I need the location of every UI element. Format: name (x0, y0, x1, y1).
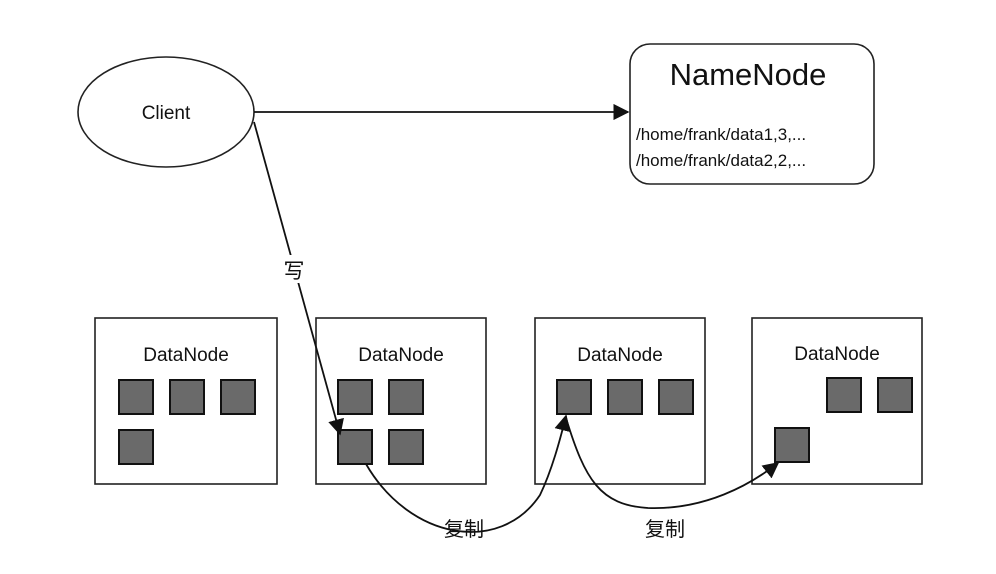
data-block (607, 379, 643, 415)
namenode-entry: /home/frank/data2,2,... (636, 151, 806, 170)
datanode-label: DataNode (143, 345, 229, 366)
datanode-label: DataNode (794, 344, 880, 365)
replicate-label-1: 复制 (444, 517, 484, 541)
namenode: NameNode /home/frank/data1,3,... /home/f… (629, 43, 875, 185)
replicate-arrow-1 (365, 414, 571, 533)
write-label: 写 (284, 259, 305, 283)
client-label: Client (142, 103, 191, 124)
data-block (118, 429, 154, 465)
data-block (169, 379, 205, 415)
namenode-entry: /home/frank/data1,3,... (636, 125, 806, 144)
data-block (388, 379, 424, 415)
data-block (388, 429, 424, 465)
data-block (337, 429, 373, 465)
data-block (774, 427, 810, 463)
replicate-label-2: 复制 (645, 517, 685, 541)
data-block (877, 377, 913, 413)
datanode-label: DataNode (358, 345, 444, 366)
datanode-1: DataNode (94, 317, 278, 485)
data-block (556, 379, 592, 415)
write-label-bg (283, 255, 305, 283)
client-node: Client (77, 56, 255, 168)
datanode-4: DataNode (751, 317, 923, 485)
namenode-title: NameNode (670, 57, 827, 92)
datanode-2: DataNode (315, 317, 487, 485)
datanode-3: DataNode (534, 317, 706, 485)
data-block (337, 379, 373, 415)
datanode-label: DataNode (577, 345, 663, 366)
data-block (658, 379, 694, 415)
data-block (220, 379, 256, 415)
data-block (118, 379, 154, 415)
replicate-arrow-2 (565, 417, 780, 509)
data-block (826, 377, 862, 413)
